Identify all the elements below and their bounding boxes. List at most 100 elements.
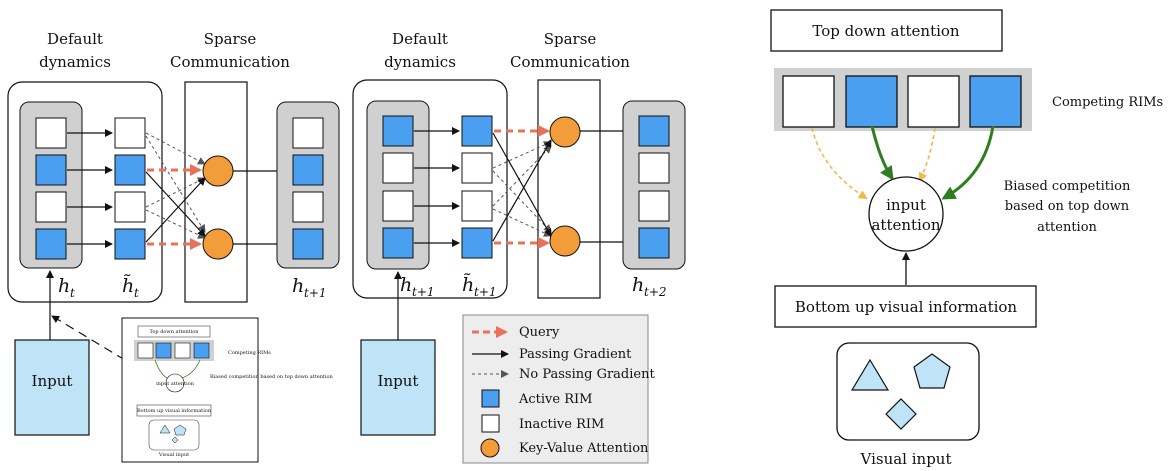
thumb-top-down-box <box>137 325 211 338</box>
ht1-label: h <box>292 275 304 297</box>
active-rim <box>114 228 146 260</box>
no-passing-arrow <box>145 132 206 165</box>
active-rim <box>382 227 414 259</box>
default-dynamics-frame <box>352 79 508 299</box>
ht-rims <box>35 117 67 260</box>
inactive-rim <box>382 190 414 222</box>
sparse-communication-title-2: Communication <box>510 53 630 71</box>
key-value-attention-node <box>202 155 234 187</box>
ht1-rims <box>382 115 414 259</box>
input-attention-line2: attention <box>871 216 940 234</box>
inactive-rim <box>114 191 146 223</box>
ht1-sub: t+1 <box>412 285 435 299</box>
active-rim <box>461 115 493 147</box>
passing-arrow <box>492 132 552 237</box>
htilde-label: h̃ <box>122 274 134 297</box>
thumb-visual-text: Visual input <box>158 452 189 458</box>
no-passing-arrow <box>492 170 552 233</box>
bottom-up-text: Bottom up visual information <box>795 298 1018 316</box>
thumb-bottom-up-text: Bottom up visual information <box>137 408 212 414</box>
thumb-bottom-up-box <box>136 404 212 417</box>
biased-competition-line3: attention <box>1037 220 1097 235</box>
legend-label-inactive: Inactive RIM <box>519 417 604 432</box>
thumb-visual-frame <box>148 419 200 451</box>
thumb-biased-text: Biased competition based on top down att… <box>210 374 334 380</box>
passing-arrow <box>145 177 206 243</box>
input-label: Input <box>32 372 73 390</box>
active-rim <box>845 75 898 128</box>
legend-label-passing: Passing Gradient <box>519 347 632 362</box>
active-rim <box>638 227 670 259</box>
active-rim <box>461 227 493 259</box>
inactive-square-icon <box>481 414 500 433</box>
inactive-rim <box>907 75 960 128</box>
no-passing-arrow <box>145 177 206 208</box>
sparse-communication-frame <box>537 79 601 299</box>
ht1-rims <box>292 117 324 260</box>
inactive-rim <box>292 117 324 149</box>
input-attention-node <box>868 176 944 252</box>
yellow-dashed-arrow <box>919 127 936 182</box>
inactive-rim <box>461 152 493 184</box>
green-arrow <box>941 125 995 200</box>
thumb-attention-node <box>165 373 185 393</box>
legend-label-active: Active RIM <box>518 392 592 407</box>
inactive-rim <box>638 190 670 222</box>
thumb-rim <box>174 342 191 359</box>
key-value-attention-node <box>549 225 581 257</box>
thumb-top-down-text: Top down attention <box>149 329 199 335</box>
sparse-communication-title-1: Sparse <box>204 30 257 48</box>
passing-arrow <box>492 139 552 242</box>
top-down-text: Top down attention <box>812 22 960 40</box>
default-dynamics-title-1: Default <box>392 30 448 48</box>
thumb-arrow <box>181 359 201 379</box>
thumb-rim <box>155 342 172 359</box>
pentagon-icon <box>913 353 951 389</box>
ht1-sub: t+1 <box>304 286 327 300</box>
thumb-pentagon-icon <box>173 424 187 436</box>
default-dynamics-title-2: dynamics <box>384 53 456 71</box>
no-passing-arrow <box>492 145 552 207</box>
active-rim <box>35 228 67 260</box>
htilde-sub: t <box>134 286 139 300</box>
input-box <box>14 339 90 436</box>
active-rim <box>292 154 324 186</box>
diamond-icon <box>885 398 917 430</box>
thumb-diamond-icon <box>171 436 179 444</box>
active-square-icon <box>481 389 500 408</box>
key-value-attention-node <box>549 116 581 148</box>
visual-input-frame <box>836 342 980 441</box>
htilde-rims <box>114 117 146 260</box>
active-rim <box>969 75 1022 128</box>
triangle-icon <box>850 358 890 391</box>
inactive-rim <box>35 117 67 149</box>
no-passing-arrow <box>145 135 206 233</box>
inactive-rim <box>114 117 146 149</box>
inactive-rim <box>292 191 324 223</box>
thumb-competing-text: Competing RIMs <box>228 350 271 356</box>
sparse-communication-title-2: Communication <box>170 53 290 71</box>
biased-competition-line2: based on top down <box>1005 199 1130 214</box>
thumb-triangle-icon <box>159 424 171 434</box>
thumb-node-text: input attention <box>156 381 195 387</box>
competing-rims-label: Competing RIMs <box>1052 95 1163 110</box>
htilde-t1-label: h̃ <box>462 273 474 296</box>
legend-label-no-passing: No Passing Gradient <box>519 367 655 382</box>
thumb-rim <box>193 342 210 359</box>
sparse-communication-title-1: Sparse <box>544 30 597 48</box>
block-1: Default dynamics Sparse Communication h <box>7 30 340 436</box>
inactive-rim <box>382 152 414 184</box>
input-attention-line1: input <box>886 196 926 214</box>
inactive-rim <box>35 191 67 223</box>
ht2-sub: t+2 <box>644 285 667 299</box>
htilde-t1-rims <box>461 115 493 259</box>
legend: Query Passing Gradient No Passing Gradie… <box>462 314 655 464</box>
no-passing-arrow <box>492 141 552 169</box>
active-rim <box>114 154 146 186</box>
biased-competition-line1: Biased competition <box>1004 179 1131 194</box>
key-value-attention-node <box>202 228 234 260</box>
active-rim <box>35 154 67 186</box>
active-rim <box>382 115 414 147</box>
ht-label: h <box>58 275 70 297</box>
